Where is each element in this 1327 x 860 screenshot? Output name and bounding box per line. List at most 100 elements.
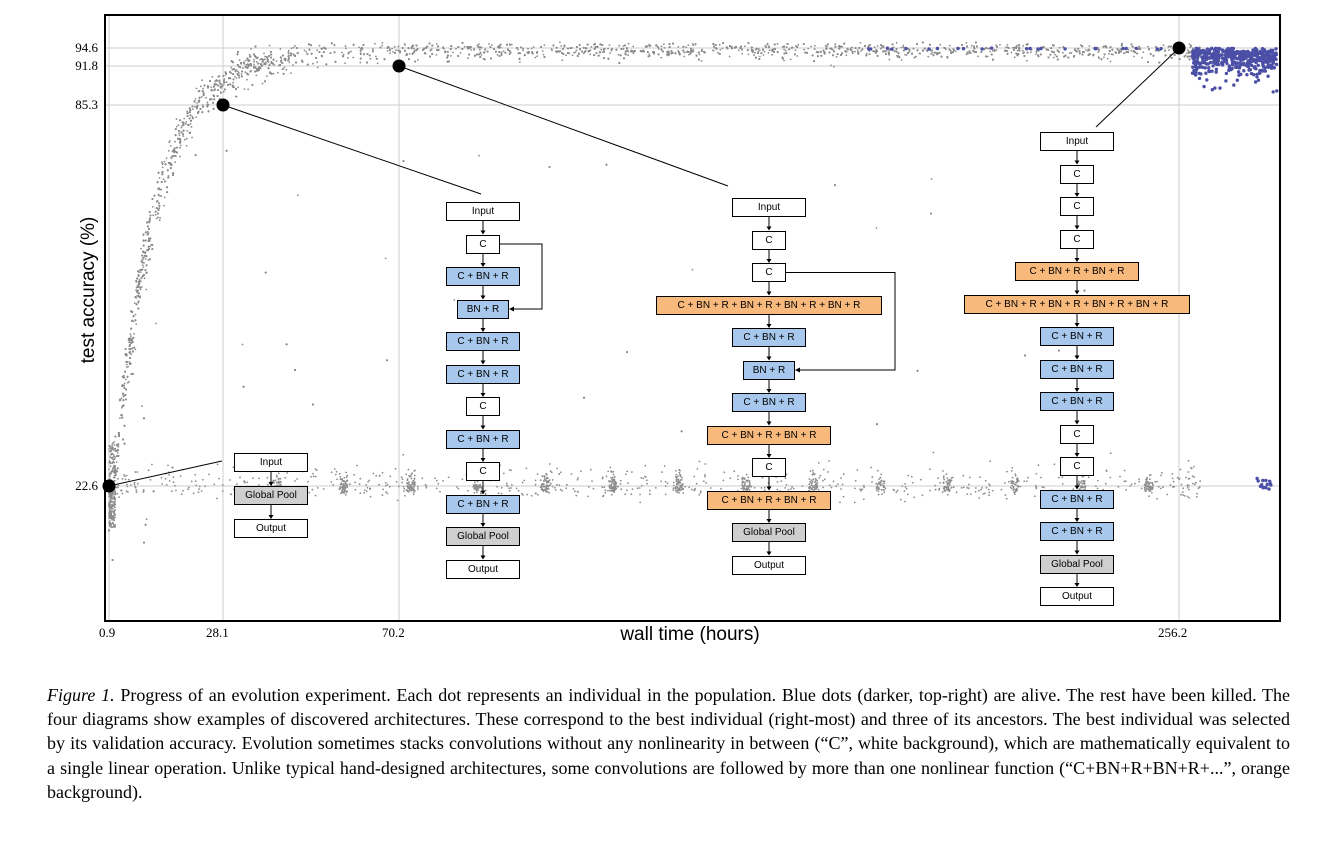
diagram-1-block-input: Input — [234, 453, 308, 472]
arrow-head — [1074, 193, 1080, 197]
arrow-head — [1074, 550, 1080, 555]
figure-caption: Figure 1. Progress of an evolution exper… — [47, 683, 1290, 804]
arrow-head — [766, 324, 772, 328]
diagram-2-block-c-bn-r: C + BN + R — [446, 364, 520, 384]
highlighted-point — [216, 98, 230, 112]
arrow-head — [766, 259, 772, 263]
x-tick-28-1: 28.1 — [206, 625, 229, 640]
diagram-4-block-c-bn-r-bn-r: C + BN + R + BN + R — [1014, 262, 1140, 281]
arrow-head — [480, 490, 486, 495]
arrow-head — [766, 454, 772, 458]
arrow-head — [1074, 583, 1080, 587]
diagram-3-block-bn-r: BN + R — [743, 360, 795, 380]
diagram-3-block-c: C — [752, 230, 786, 250]
diagram-3-block-output: Output — [732, 555, 806, 575]
leader-line — [1095, 47, 1180, 128]
y-tick-91-8: 91.8 — [75, 58, 98, 73]
diagram-4-block-c-bn-r: C + BN + R — [1040, 489, 1114, 509]
diagram-3-block-c: C — [752, 458, 786, 477]
diagram-4-block-c: C — [1060, 197, 1094, 216]
diagram-2-block-c-bn-r: C + BN + R — [446, 267, 520, 286]
highlighted-point — [392, 59, 406, 73]
arrow-head — [480, 523, 486, 527]
figure: 94.6 91.8 85.3 22.6 0.9 28.1 70.2 256.2 … — [75, 14, 1281, 645]
arrow-head — [795, 367, 800, 373]
arrow-head — [268, 515, 274, 519]
diagram-2-block-global-pool: Global Pool — [446, 527, 520, 546]
arrow-head — [766, 421, 772, 426]
y-tick-85-3: 85.3 — [75, 97, 98, 112]
scatter-plot — [102, 14, 1281, 622]
diagram-2-block-bn-r: BN + R — [457, 299, 509, 319]
arrow-head — [1074, 258, 1080, 262]
diagram-2-block-c: C — [466, 462, 500, 481]
leader-line — [222, 104, 482, 195]
diagram-2-block-output: Output — [446, 559, 520, 579]
arrow-head — [1074, 160, 1080, 165]
arrow-head — [766, 519, 772, 523]
diagram-4-block-global-pool: Global Pool — [1040, 554, 1114, 574]
diagram-3-block-c: C — [752, 263, 786, 282]
diagram-1-block-global-pool: Global Pool — [234, 486, 308, 505]
diagram-3-block-c-bn-r: C + BN + R — [732, 328, 806, 347]
x-tick-70-2: 70.2 — [382, 625, 405, 640]
arrow-head — [1074, 323, 1080, 327]
leader-line — [398, 65, 729, 187]
alive-dots — [867, 46, 1279, 491]
arrow-head — [480, 230, 486, 235]
y-tick-22-6: 22.6 — [75, 478, 98, 493]
arrow-head — [1074, 388, 1080, 392]
arrow-head — [1074, 225, 1080, 230]
arrow-head — [766, 226, 772, 231]
population-dots — [108, 41, 1203, 561]
grid — [105, 15, 1280, 621]
x-tick-0-9: 0.9 — [99, 625, 116, 640]
diagram-4-block-c: C — [1060, 229, 1094, 249]
x-tick-256-2: 256.2 — [1158, 625, 1188, 640]
arrow-head — [766, 551, 772, 556]
leader-line — [108, 460, 223, 487]
arrow-head — [1074, 518, 1080, 522]
arrow-head — [480, 393, 486, 397]
arrow-head — [480, 360, 486, 365]
arrow-head — [1074, 453, 1080, 457]
arrow-head — [1074, 290, 1080, 295]
diagram-4-block-c-bn-r: C + BN + R — [1040, 522, 1114, 541]
diagram-4-block-c-bn-r: C + BN + R — [1040, 392, 1114, 411]
arrow-head — [480, 425, 486, 430]
diagram-arrows — [268, 151, 1080, 587]
diagram-3-block-c-bn-r-bn-r: C + BN + R + BN + R — [706, 425, 832, 445]
caption-lead: Figure 1. — [47, 685, 115, 705]
diagram-3-block-input: Input — [732, 198, 806, 217]
arrow-head — [766, 291, 772, 296]
diagram-4-block-c-bn-r-bn-r-bn-r-bn-r: C + BN + R + BN + R + BN + R + BN + R — [964, 294, 1190, 314]
arrow-head — [766, 389, 772, 393]
y-tick-94-6: 94.6 — [75, 40, 98, 55]
diagram-4-block-output: Output — [1040, 587, 1114, 606]
diagram-2-block-c: C — [466, 397, 500, 416]
y-axis-label: test accuracy (%) — [78, 216, 99, 364]
diagram-4-block-c: C — [1060, 424, 1094, 444]
diagram-4-block-c: C — [1060, 164, 1094, 184]
diagram-1-block-output: Output — [234, 519, 308, 538]
highlighted-point — [1172, 41, 1186, 55]
arrow-head — [1074, 420, 1080, 425]
diagram-2-block-c-bn-r: C + BN + R — [446, 429, 520, 449]
diagram-4-block-c: C — [1060, 457, 1094, 476]
arrow-head — [766, 356, 772, 361]
diagram-4-block-c-bn-r: C + BN + R — [1040, 327, 1114, 346]
diagram-3-block-c-bn-r-bn-r: C + BN + R + BN + R — [706, 490, 832, 510]
arrow-head — [1074, 355, 1080, 360]
x-axis-label: wall time (hours) — [620, 624, 760, 645]
leader-lines — [108, 47, 1180, 487]
arrow-head — [268, 482, 274, 486]
arrow-head — [480, 295, 486, 300]
arrow-head — [1074, 485, 1080, 490]
arrow-head — [480, 263, 486, 267]
diagram-2-block-c: C — [466, 234, 500, 254]
arrow-head — [480, 328, 486, 332]
diagram-2-block-c-bn-r: C + BN + R — [446, 494, 520, 514]
diagram-3-block-global-pool: Global Pool — [732, 523, 806, 542]
caption-text: Progress of an evolution experiment. Eac… — [47, 685, 1290, 802]
skip-connection — [786, 272, 896, 371]
